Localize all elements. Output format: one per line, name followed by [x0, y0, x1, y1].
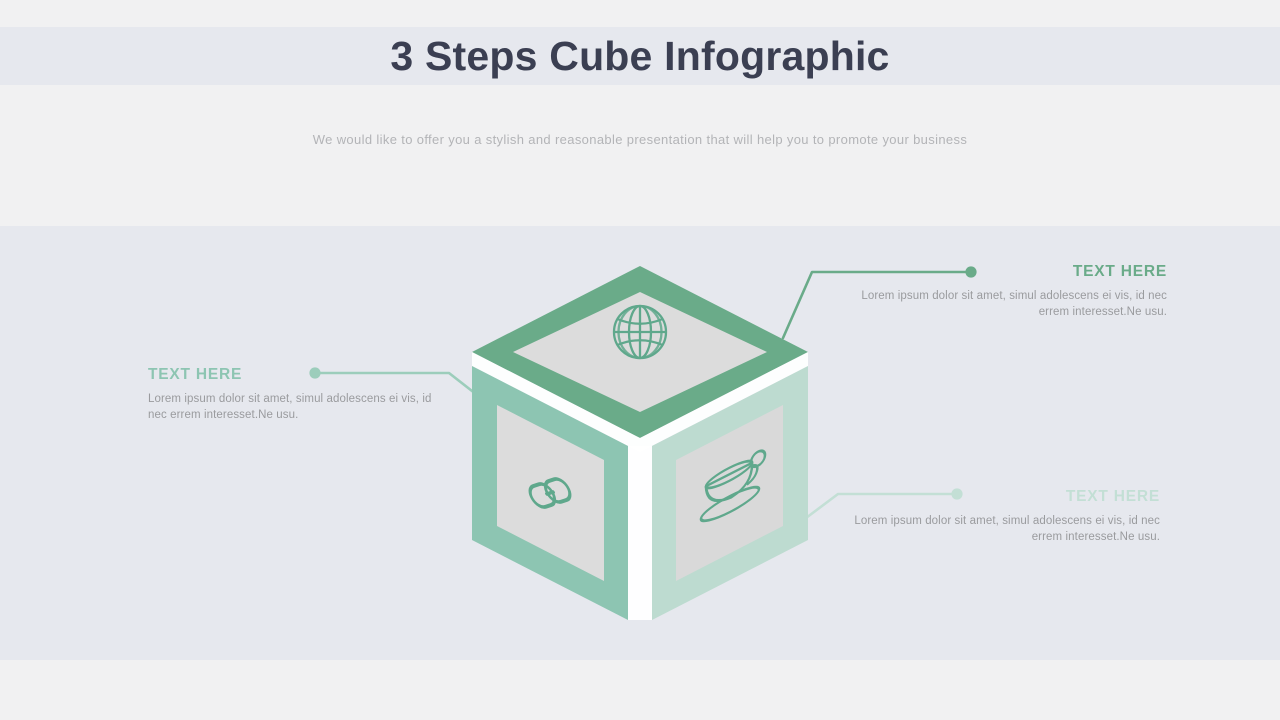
step-right-heading: TEXT HERE [1065, 488, 1160, 505]
cube-face-left[interactable] [472, 366, 628, 620]
step-top-text-block: TEXT HERE Lorem ipsum dolor sit amet, si… [855, 263, 1167, 320]
step-left-text-block: TEXT HERE Lorem ipsum dolor sit amet, si… [148, 366, 448, 423]
title-band [0, 27, 1280, 85]
connector-step-top [781, 266, 977, 340]
step-top-body: Lorem ipsum dolor sit amet, simul adoles… [861, 290, 1167, 318]
step-top-heading: TEXT HERE [1072, 263, 1167, 280]
cube-edge-top-right [640, 352, 808, 452]
step-right-body: Lorem ipsum dolor sit amet, simul adoles… [854, 515, 1160, 543]
connector-line-left [316, 371, 483, 400]
connector-dot-left [309, 367, 321, 379]
connector-line-top [781, 270, 970, 340]
step-right-text-block: TEXT HERE Lorem ipsum dolor sit amet, si… [848, 488, 1160, 545]
step-left-body: Lorem ipsum dolor sit amet, simul adoles… [148, 393, 432, 421]
connector-step-left [309, 367, 483, 400]
connector-step-right [804, 488, 963, 520]
page-title: 3 Steps Cube Infographic [390, 33, 890, 79]
link-chain-icon [528, 477, 572, 509]
coffee-cup-icon [699, 449, 767, 523]
connector-dot-right [951, 488, 963, 500]
step-left-heading: TEXT HERE [148, 366, 243, 383]
connector-line-right [804, 492, 956, 520]
cube-face-right[interactable] [652, 366, 808, 620]
page-subtitle: We would like to offer you a stylish and… [312, 132, 968, 147]
cube-edge-top-left [472, 352, 640, 452]
globe-icon [612, 304, 668, 360]
cube-face-right-panel [676, 405, 783, 581]
connector-dot-top [965, 266, 977, 278]
cube-edge-center [628, 446, 652, 620]
